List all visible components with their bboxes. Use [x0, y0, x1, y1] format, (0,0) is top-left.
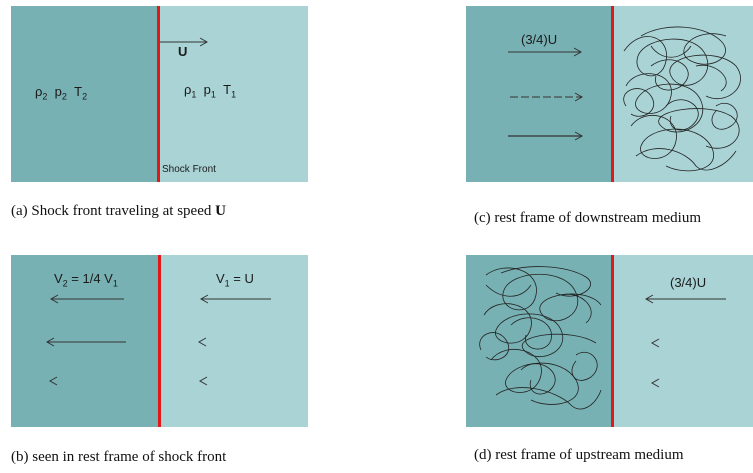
caption-d: (d) rest frame of upstream medium [474, 447, 684, 463]
velocity-label: U [178, 44, 188, 59]
flow-arrows-icon [508, 47, 584, 141]
flow-arrows-icon [644, 294, 726, 388]
downstream-region [11, 6, 158, 182]
downstream-region [466, 6, 612, 182]
downstream-velocity-label: V2 = 1/4 V1 [54, 271, 118, 289]
velocity-label: (3/4)U [521, 32, 558, 47]
shock-front-line [611, 255, 614, 427]
upstream-region [612, 255, 753, 427]
panel-d: (3/4)U [466, 255, 753, 427]
flow-arrows-icon [45, 294, 271, 386]
downstream-region [466, 255, 612, 427]
panel-b: V2 = 1/4 V1 V1 = U [11, 255, 308, 427]
caption-a: (a) Shock front traveling at speed U [11, 203, 226, 219]
caption-c: (c) rest frame of downstream medium [474, 210, 701, 226]
shock-front-label: Shock Front [162, 164, 216, 175]
upstream-region [159, 255, 308, 427]
upstream-region [612, 6, 753, 182]
velocity-arrow-icon [160, 37, 209, 47]
upstream-velocity-label: V1 = U [216, 271, 254, 289]
shock-front-line [611, 6, 614, 182]
downstream-region [11, 255, 159, 427]
upstream-region [158, 6, 308, 182]
upstream-variables: ρ1 p1 T1 [184, 82, 237, 100]
shock-front-line [157, 6, 160, 182]
turbulence-scribble-icon [623, 26, 741, 172]
shock-front-line [158, 255, 161, 427]
turbulence-scribble-icon [479, 266, 602, 410]
downstream-variables: ρ2 p2 T2 [35, 84, 88, 102]
caption-b: (b) seen in rest frame of shock front [11, 449, 227, 465]
velocity-label: (3/4)U [670, 275, 707, 290]
panel-c: (3/4)U [466, 6, 753, 182]
panel-a: U ρ2 p2 T2 ρ1 p1 T1 Shock Front [11, 6, 308, 182]
